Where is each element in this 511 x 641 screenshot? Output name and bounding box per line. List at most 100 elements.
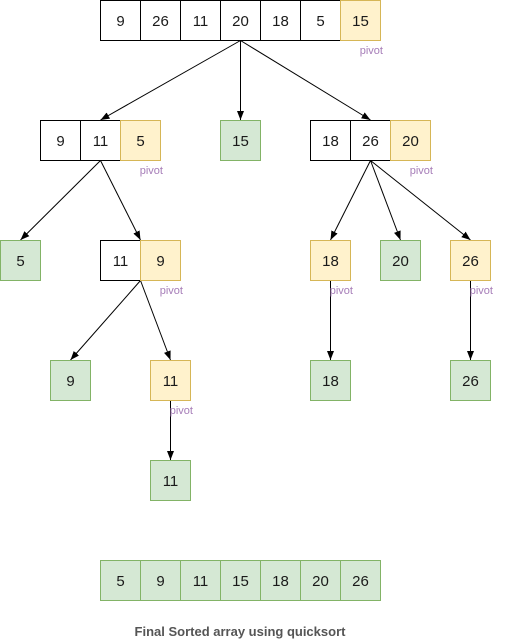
pivot-label: pivot <box>170 405 193 417</box>
cell-value: 26 <box>352 573 369 590</box>
pivot-cell-outline <box>340 0 381 41</box>
pivot-cell <box>340 0 381 41</box>
pivot-cell <box>150 360 191 401</box>
cell-value: 15 <box>352 13 369 30</box>
edge-right-to-r26p <box>370 160 471 241</box>
cell-value: 11 <box>163 473 179 490</box>
cell-value: 18 <box>322 133 339 150</box>
cell-value: 11 <box>193 573 209 590</box>
cell-value: 18 <box>272 573 289 590</box>
edge-right-to-r18p <box>330 160 371 241</box>
array-node-l119: 11 9 pivot <box>100 240 183 297</box>
array-cell <box>40 120 81 161</box>
pivot-label: pivot <box>410 165 433 177</box>
cell-value: 11 <box>93 133 109 150</box>
cell-value: 9 <box>156 253 164 270</box>
cell-value: 20 <box>312 573 329 590</box>
array-cell <box>260 560 301 601</box>
cell-value: 9 <box>156 573 164 590</box>
pivot-cell-outline <box>150 360 191 401</box>
array-cell <box>220 0 261 41</box>
pivot-cell <box>140 240 181 281</box>
array-node-right: 18 26 20 pivot <box>310 120 433 177</box>
array-node-final: 5 9 11 15 18 20 26 <box>100 560 381 601</box>
edge-right-to-r20 <box>370 160 401 241</box>
cell-value: 5 <box>316 13 324 30</box>
array-node-l9: 9 <box>50 360 91 401</box>
array-node-l5: 5 <box>0 240 41 281</box>
array-cell <box>340 560 381 601</box>
array-cell <box>310 360 351 401</box>
edge-l119-to-l9 <box>70 280 141 361</box>
array-cell <box>100 240 141 281</box>
array-cell <box>50 360 91 401</box>
pivot-cell <box>450 240 491 281</box>
cell-value: 26 <box>462 253 479 270</box>
pivot-label: pivot <box>360 45 383 57</box>
array-node-r26p: 26 pivot <box>450 240 493 297</box>
edge-l119-to-l11p <box>140 280 171 361</box>
array-cell <box>300 0 341 41</box>
cell-value: 11 <box>163 373 179 390</box>
array-cell <box>180 0 221 41</box>
array-cell <box>380 240 421 281</box>
edge-root-to-right <box>240 40 371 121</box>
caption: Final Sorted array using quicksort <box>135 624 347 639</box>
array-node-r26: 26 <box>450 360 491 401</box>
cell-value: 9 <box>116 13 124 30</box>
array-cell <box>80 120 121 161</box>
pivot-label: pivot <box>140 165 163 177</box>
edge-left-to-l5 <box>20 160 101 241</box>
pivot-label: pivot <box>330 285 353 297</box>
cell-value: 5 <box>116 573 124 590</box>
pivot-label: pivot <box>160 285 183 297</box>
cell-value: 20 <box>402 133 419 150</box>
array-cell <box>300 560 341 601</box>
array-cell <box>450 360 491 401</box>
cell-value: 18 <box>272 13 289 30</box>
cell-value: 20 <box>232 13 249 30</box>
array-node-root: 9 26 11 20 18 5 15 pivot <box>100 0 383 57</box>
nodes-layer: 9 26 11 20 18 5 15 pivot 9 11 5 pivot 15 18 26 20 pivot 5… <box>0 0 493 601</box>
array-cell <box>310 120 351 161</box>
array-node-left: 9 11 5 pivot <box>40 120 163 177</box>
edges-layer <box>20 40 474 460</box>
pivot-cell-outline <box>450 240 491 281</box>
cell-value: 5 <box>136 133 144 150</box>
array-cell <box>0 240 41 281</box>
pivot-cell-outline <box>310 240 351 281</box>
cell-value: 20 <box>392 253 409 270</box>
array-node-l11p: 11 pivot <box>150 360 193 417</box>
cell-value: 18 <box>322 253 339 270</box>
array-node-r18: 18 <box>310 360 351 401</box>
array-cell <box>100 560 141 601</box>
array-node-r20: 20 <box>380 240 421 281</box>
pivot-cell-outline <box>140 240 181 281</box>
pivot-cell-outline <box>390 120 431 161</box>
cell-value: 18 <box>322 373 339 390</box>
array-node-r18p: 18 pivot <box>310 240 353 297</box>
array-node-l11: 11 <box>150 460 191 501</box>
cell-value: 26 <box>462 373 479 390</box>
array-cell <box>140 0 181 41</box>
cell-value: 11 <box>193 13 209 30</box>
cell-value: 26 <box>152 13 169 30</box>
cell-value: 9 <box>56 133 64 150</box>
pivot-cell-outline <box>120 120 161 161</box>
cell-value: 11 <box>113 253 129 270</box>
array-cell <box>220 120 261 161</box>
pivot-label: pivot <box>470 285 493 297</box>
cell-value: 26 <box>362 133 379 150</box>
cell-value: 15 <box>232 133 249 150</box>
edge-left-to-l119 <box>100 160 141 241</box>
cell-value: 15 <box>232 573 249 590</box>
array-node-mid15: 15 <box>220 120 261 161</box>
edge-root-to-left <box>100 40 241 121</box>
cell-value: 5 <box>16 253 24 270</box>
pivot-cell <box>390 120 431 161</box>
cell-value: 9 <box>66 373 74 390</box>
array-cell <box>150 460 191 501</box>
array-cell <box>260 0 301 41</box>
array-cell <box>180 560 221 601</box>
